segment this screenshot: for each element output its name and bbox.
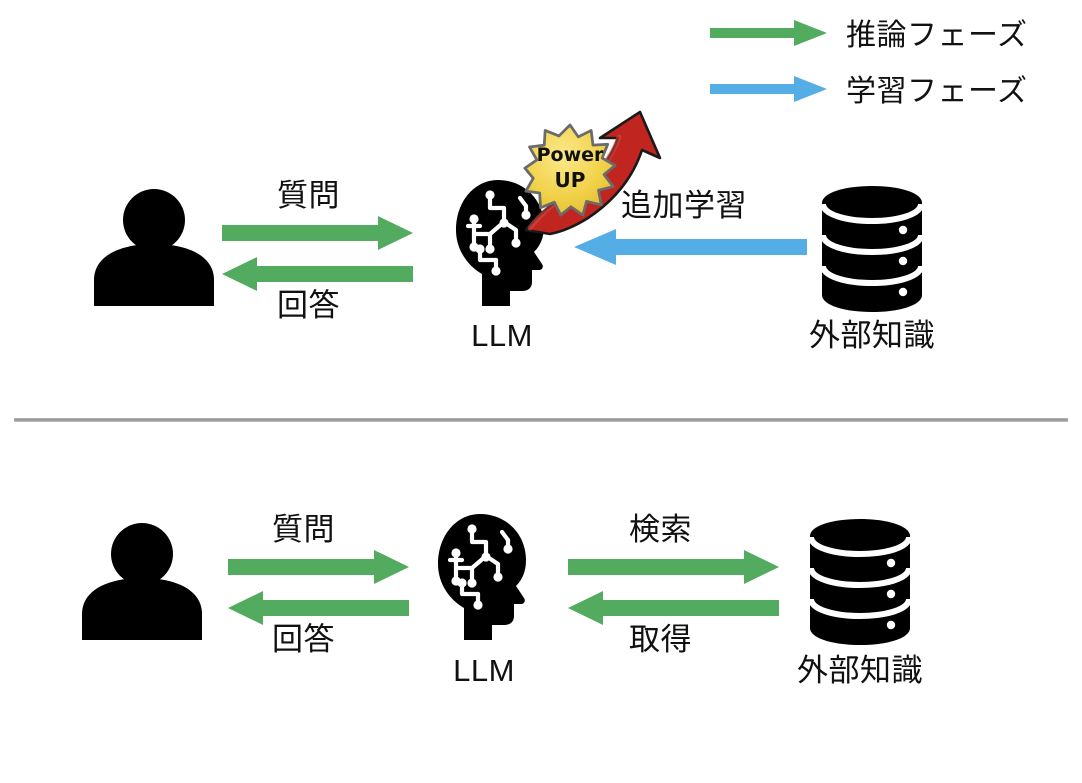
flow-label-answer-top: 回答: [277, 288, 340, 323]
node-caption-llm-top: LLM: [471, 318, 533, 353]
ai-head-icon: [452, 178, 552, 308]
right-arrow-icon: [710, 18, 828, 53]
node-caption-knowledge-top: 外部知識: [809, 318, 935, 353]
legend-label-training: 学習フェーズ: [846, 74, 1028, 108]
arrow-search: [568, 550, 780, 584]
legend-item-inference: 推論フェーズ: [710, 18, 1028, 53]
flow-label-retrieve: 取得: [629, 622, 692, 657]
flow-label-additional-training: 追加学習: [621, 188, 747, 223]
right-arrow-icon: [710, 74, 828, 109]
starburst-icon: Power UP: [523, 123, 617, 217]
arrow-retrieve: [568, 591, 780, 625]
arrow-question-bottom: [228, 550, 410, 584]
arrow-training-blue: [574, 229, 808, 265]
arrow-question-top: [222, 216, 414, 250]
section-divider: [14, 418, 1068, 422]
ai-head-icon: [434, 512, 534, 642]
flow-label-question-top: 質問: [277, 178, 340, 213]
node-caption-llm-bottom: LLM: [453, 653, 515, 688]
arrow-answer-bottom: [228, 591, 410, 625]
flow-label-search: 検索: [629, 512, 692, 547]
flow-label-question-bottom: 質問: [272, 512, 335, 547]
legend-item-training: 学習フェーズ: [710, 74, 1028, 109]
database-icon: [818, 185, 926, 313]
user-icon: [90, 188, 218, 308]
user-icon: [78, 522, 206, 642]
legend-label-inference: 推論フェーズ: [846, 18, 1028, 52]
flow-label-answer-bottom: 回答: [272, 622, 335, 657]
database-icon: [806, 518, 914, 646]
arrow-answer-top: [222, 257, 414, 291]
node-caption-knowledge-bottom: 外部知識: [797, 653, 923, 688]
